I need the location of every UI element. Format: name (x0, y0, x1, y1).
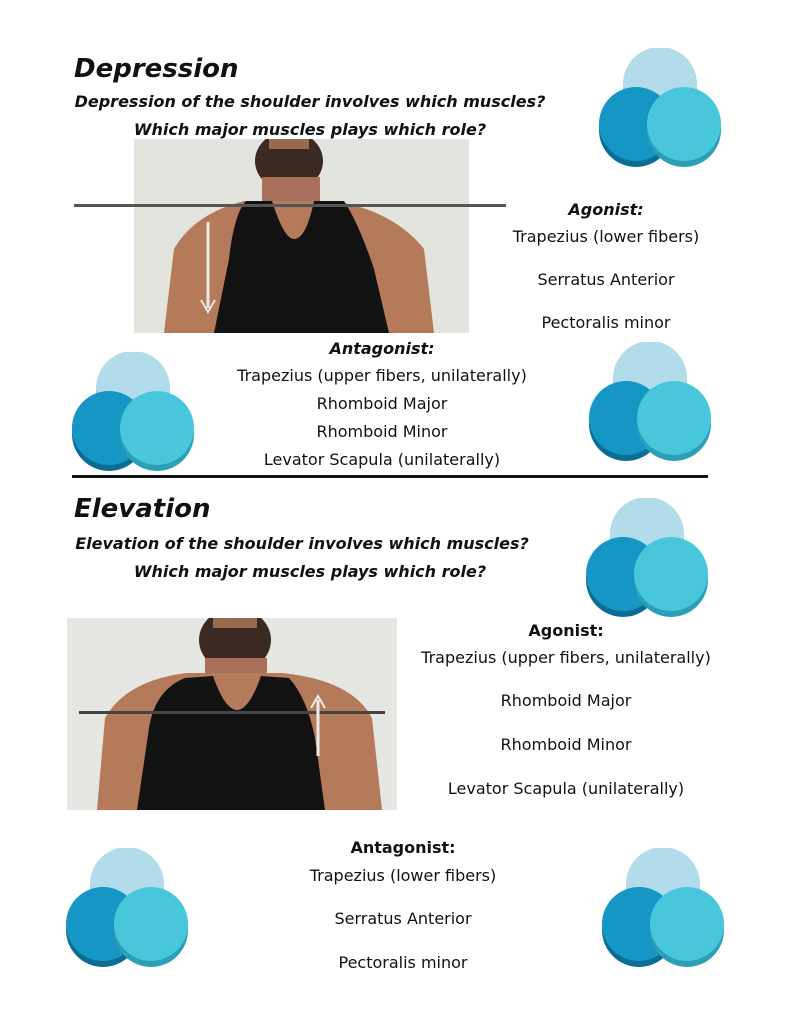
depression-agonist-item: Pectoralis minor (541, 313, 671, 332)
depression-question-1: Depression of the shoulder involves whic… (74, 92, 546, 111)
up-arrow-icon (310, 694, 326, 756)
depression-photo (134, 139, 469, 333)
elevation-agonist-item: Rhomboid Minor (500, 735, 632, 754)
elevation-question-2: Which major muscles plays which role? (133, 562, 487, 581)
depression-logo-left (72, 352, 194, 471)
elevation-reference-line (79, 711, 385, 714)
elevation-antagonist-item: Serratus Anterior (334, 909, 472, 928)
down-arrow-icon (200, 222, 216, 314)
elevation-antagonist-item: Trapezius (lower fibers) (309, 866, 497, 885)
elevation-agonist-item: Levator Scapula (unilaterally) (447, 779, 685, 798)
depression-antagonist-item: Levator Scapula (unilaterally) (263, 450, 501, 469)
section-divider (72, 475, 708, 478)
depression-title: Depression (74, 54, 239, 84)
elevation-logo-left (66, 848, 188, 967)
elevation-title: Elevation (74, 494, 211, 524)
depression-antagonist-item: Rhomboid Minor (316, 422, 448, 441)
depression-question-2: Which major muscles plays which role? (133, 120, 487, 139)
depression-antagonist-item: Trapezius (upper fibers, unilaterally) (237, 366, 527, 385)
elevation-logo-top (586, 498, 708, 617)
elevation-logo-right (602, 848, 724, 967)
depression-logo-right (589, 342, 711, 461)
elevation-agonist-label: Agonist: (528, 621, 604, 640)
elevation-photo-illustration (67, 618, 397, 810)
depression-reference-line (74, 204, 506, 207)
depression-antagonist-item: Rhomboid Major (316, 394, 448, 413)
depression-agonist-item: Trapezius (lower fibers) (512, 227, 700, 246)
elevation-antagonist-item: Pectoralis minor (338, 953, 468, 972)
depression-agonist-item: Serratus Anterior (537, 270, 675, 289)
depression-photo-illustration (134, 139, 469, 333)
elevation-question-1: Elevation of the shoulder involves which… (75, 534, 529, 553)
elevation-agonist-item: Rhomboid Major (500, 691, 632, 710)
elevation-antagonist-label: Antagonist: (350, 838, 456, 857)
elevation-photo (67, 618, 397, 810)
elevation-agonist-item: Trapezius (upper fibers, unilaterally) (421, 648, 711, 667)
depression-logo-top (599, 48, 721, 167)
depression-agonist-label: Agonist: (568, 200, 644, 219)
depression-antagonist-label: Antagonist: (329, 339, 435, 358)
